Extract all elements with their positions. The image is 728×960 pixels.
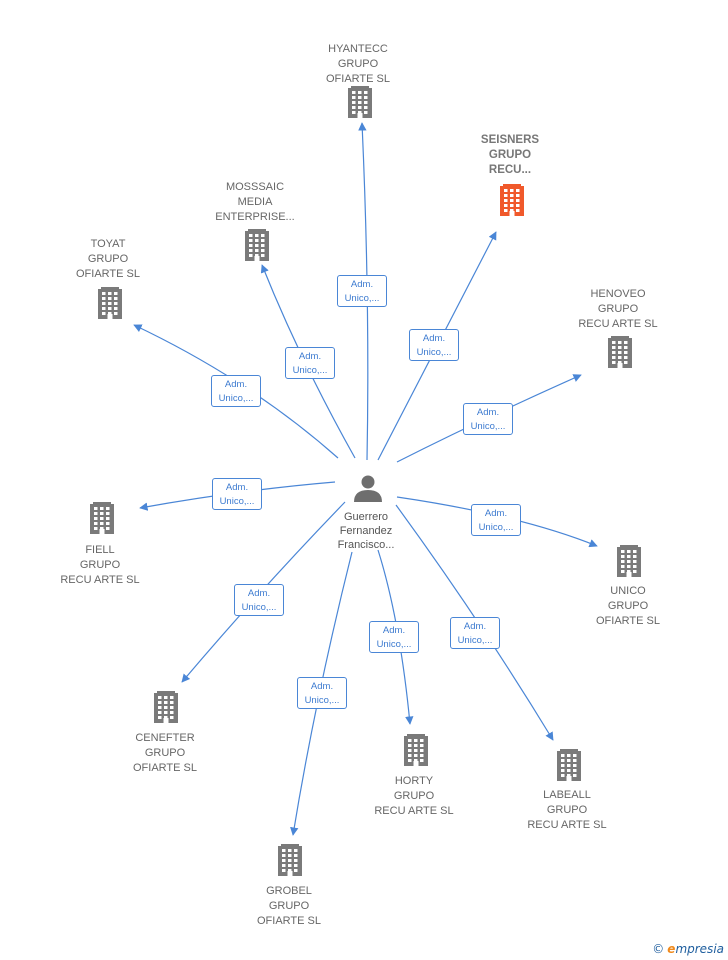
relation-label-line: Adm.: [484, 508, 508, 519]
relation-label-line: Unico,...: [304, 695, 340, 706]
company-label-line: CENEFTER: [135, 732, 195, 744]
company-label-line: LABEALL: [543, 789, 591, 801]
building-icon-fiell[interactable]: [90, 502, 114, 534]
company-label-seisners[interactable]: SEISNERS GRUPO RECU...: [445, 133, 575, 178]
relation-label-toyat[interactable]: Adm. Unico,...: [211, 375, 261, 407]
company-label-line: HYANTECC: [328, 43, 388, 55]
building-icon-seisners[interactable]: [500, 184, 524, 216]
person-label-line: Fernandez: [339, 525, 393, 537]
relation-label-horty[interactable]: Adm. Unico,...: [369, 621, 419, 653]
company-label-line: GRUPO: [393, 790, 435, 802]
company-label-line: SEISNERS: [480, 134, 540, 146]
relation-label-line: Adm.: [224, 379, 248, 390]
relation-label-line: Adm.: [298, 351, 322, 362]
person-label-line: Guerrero: [343, 511, 389, 523]
company-label-line: GRUPO: [87, 253, 129, 265]
company-label-line: OFIARTE SL: [596, 615, 660, 627]
relation-label-line: Unico,...: [241, 602, 277, 613]
company-label-unico[interactable]: UNICO GRUPO OFIARTE SL: [563, 584, 693, 629]
company-label-line: RECU ARTE SL: [374, 805, 454, 817]
company-label-toyat[interactable]: TOYAT GRUPO OFIARTE SL: [43, 237, 173, 282]
company-label-line: GRUPO: [337, 58, 379, 70]
company-label-line: TOYAT: [90, 238, 126, 250]
relation-label-line: Unico,...: [292, 365, 328, 376]
company-label-line: GRUPO: [268, 900, 310, 912]
company-label-labeall[interactable]: LABEALL GRUPO RECU ARTE SL: [502, 788, 632, 833]
company-label-line: OFIARTE SL: [257, 915, 321, 927]
company-label-line: GRUPO: [607, 600, 649, 612]
company-label-line: GRUPO: [79, 559, 121, 571]
company-label-line: GRUPO: [488, 149, 532, 161]
relation-label-labeall[interactable]: Adm. Unico,...: [450, 617, 500, 649]
company-label-horty[interactable]: HORTY GRUPO RECU ARTE SL: [349, 774, 479, 819]
relation-label-line: Adm.: [247, 588, 271, 599]
company-label-line: RECU...: [488, 164, 532, 176]
relation-label-line: Unico,...: [416, 347, 452, 358]
relation-label-mosssaic[interactable]: Adm. Unico,...: [285, 347, 335, 379]
company-label-line: OFIARTE SL: [326, 73, 390, 85]
building-icon-horty[interactable]: [404, 734, 428, 766]
company-label-line: OFIARTE SL: [133, 762, 197, 774]
company-label-line: RECU ARTE SL: [60, 574, 140, 586]
company-label-henoveo[interactable]: HENOVEO GRUPO RECU ARTE SL: [553, 287, 683, 332]
relation-label-line: Adm.: [422, 333, 446, 344]
company-label-line: UNICO: [610, 585, 646, 597]
company-label-hyantecc[interactable]: HYANTECC GRUPO OFIARTE SL: [293, 42, 423, 87]
company-label-line: GROBEL: [266, 885, 312, 897]
company-label-line: HORTY: [394, 775, 434, 787]
relation-label-henoveo[interactable]: Adm. Unico,...: [463, 403, 513, 435]
relation-label-line: Adm.: [382, 625, 406, 636]
relation-label-line: Unico,...: [219, 496, 255, 507]
relation-label-line: Adm.: [225, 482, 249, 493]
relation-label-fiell[interactable]: Adm. Unico,...: [212, 478, 262, 510]
relation-label-line: Adm.: [310, 681, 334, 692]
relation-label-line: Unico,...: [344, 293, 380, 304]
company-label-line: MEDIA: [237, 196, 273, 208]
building-icon-henoveo[interactable]: [608, 336, 632, 368]
building-icon-unico[interactable]: [617, 545, 641, 577]
company-label-line: OFIARTE SL: [76, 268, 140, 280]
company-label-line: ENTERPRISE...: [215, 211, 295, 223]
company-label-line: GRUPO: [144, 747, 186, 759]
relation-label-hyantecc[interactable]: Adm. Unico,...: [337, 275, 387, 307]
company-label-line: GRUPO: [597, 303, 639, 315]
building-icon-grobel[interactable]: [278, 844, 302, 876]
company-label-cenefter[interactable]: CENEFTER GRUPO OFIARTE SL: [100, 731, 230, 776]
relation-label-grobel[interactable]: Adm. Unico,...: [297, 677, 347, 709]
company-label-line: MOSSSAIC: [225, 181, 285, 193]
building-icon-labeall[interactable]: [557, 749, 581, 781]
person-icon[interactable]: [354, 475, 382, 503]
building-icon-cenefter[interactable]: [154, 691, 178, 723]
building-icon-mosssaic[interactable]: [245, 229, 269, 261]
brand-name: mpresia: [675, 942, 724, 956]
company-label-mosssaic[interactable]: MOSSSAIC MEDIA ENTERPRISE...: [190, 180, 320, 225]
company-label-line: HENOVEO: [590, 288, 646, 300]
company-label-line: GRUPO: [546, 804, 588, 816]
relation-label-line: Unico,...: [218, 393, 254, 404]
relation-label-line: Unico,...: [478, 522, 514, 533]
building-icon-toyat[interactable]: [98, 287, 122, 319]
company-label-grobel[interactable]: GROBEL GRUPO OFIARTE SL: [224, 884, 354, 929]
relation-label-cenefter[interactable]: Adm. Unico,...: [234, 584, 284, 616]
footer-brand: ©empresia: [652, 942, 724, 956]
company-label-line: RECU ARTE SL: [527, 819, 607, 831]
relation-label-unico[interactable]: Adm. Unico,...: [471, 504, 521, 536]
relation-label-line: Adm.: [463, 621, 487, 632]
relation-label-line: Unico,...: [376, 639, 412, 650]
brand-logo-e: e: [667, 942, 676, 956]
relation-label-line: Unico,...: [457, 635, 493, 646]
person-label-line: Francisco...: [337, 539, 395, 551]
company-label-line: FIELL: [85, 544, 115, 556]
relation-label-line: Adm.: [350, 279, 374, 290]
relation-label-line: Unico,...: [470, 421, 506, 432]
company-label-fiell[interactable]: FIELL GRUPO RECU ARTE SL: [35, 543, 165, 588]
relation-label-seisners[interactable]: Adm. Unico,...: [409, 329, 459, 361]
building-icon-hyantecc[interactable]: [348, 86, 372, 118]
copyright-symbol: ©: [652, 942, 665, 956]
company-label-line: RECU ARTE SL: [578, 318, 658, 330]
relation-label-line: Adm.: [476, 407, 500, 418]
